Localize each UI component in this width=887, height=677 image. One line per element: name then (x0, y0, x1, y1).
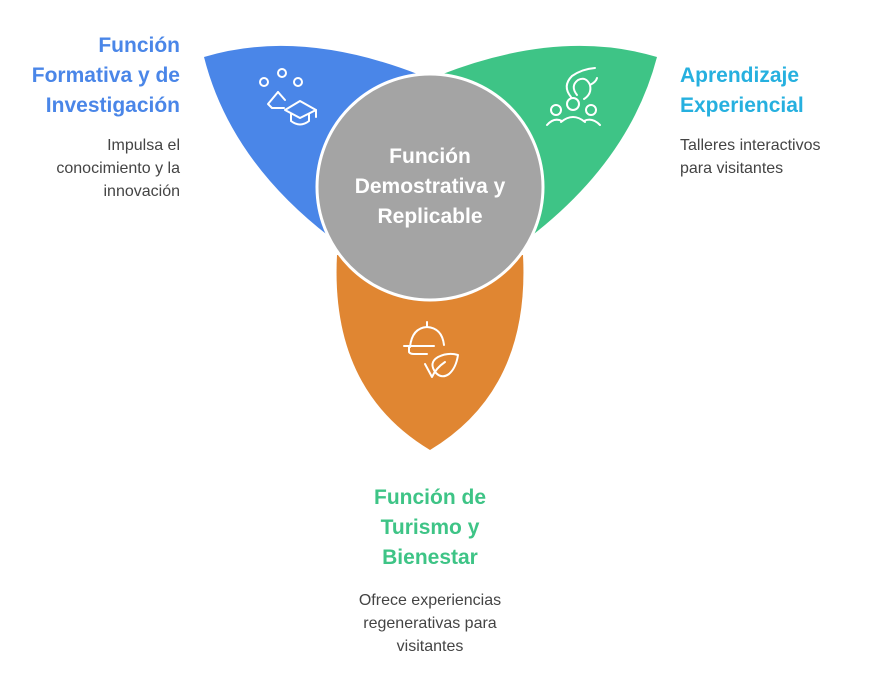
title-line: Experiencial (680, 94, 804, 117)
experiencial-title: Aprendizaje Experiencial (680, 61, 880, 121)
title-line: Función de (374, 486, 486, 509)
center-title-line: Demostrativa y (354, 175, 506, 198)
center-circle (315, 72, 545, 302)
experiencial-description: Talleres interactivos para visitantes (680, 134, 880, 180)
title-line: Aprendizaje (680, 64, 800, 87)
center-title-line: Función (389, 145, 471, 168)
desc-line: Ofrece experiencias (358, 592, 502, 609)
label-experiencial: Aprendizaje Experiencial Talleres intera… (680, 61, 880, 180)
center-title-line: Replicable (377, 205, 483, 228)
petal-turismo (336, 255, 524, 450)
desc-line: conocimiento y la (56, 160, 180, 177)
label-formativa: Función Formativa y de Investigación Imp… (0, 31, 180, 203)
desc-line: para visitantes (680, 160, 784, 177)
formativa-description: Impulsa el conocimiento y la innovación (0, 134, 180, 203)
title-line: Bienestar (382, 546, 478, 569)
formativa-title: Función Formativa y de Investigación (0, 31, 180, 121)
food-cloche-leaf-icon (403, 321, 459, 378)
label-turismo: Función de Turismo y Bienestar Ofrece ex… (320, 483, 540, 658)
title-line: Turismo y (380, 516, 480, 539)
title-line: Función (98, 34, 180, 57)
hand-over-group-icon (546, 67, 601, 126)
center-label: Función Demostrativa y Replicable (330, 142, 530, 232)
title-line: Investigación (45, 94, 180, 117)
education-graduation-cap-icon (259, 68, 317, 126)
desc-line: Impulsa el (107, 137, 180, 154)
desc-line: regenerativas para (363, 615, 497, 632)
desc-line: innovación (103, 183, 181, 200)
desc-line: visitantes (396, 638, 464, 655)
title-line: Formativa y de (31, 64, 180, 87)
desc-line: Talleres interactivos (680, 137, 821, 154)
turismo-description: Ofrece experiencias regenerativas para v… (320, 589, 540, 658)
turismo-title: Función de Turismo y Bienestar (320, 483, 540, 573)
